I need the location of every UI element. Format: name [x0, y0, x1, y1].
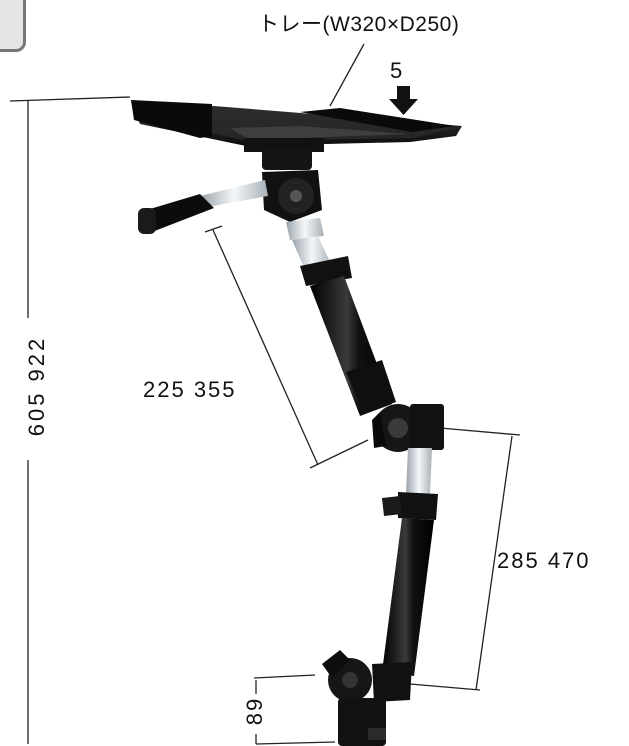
- base-tick-bottom: [255, 741, 336, 745]
- lower-arm-tick-bottom: [409, 683, 481, 691]
- middle-joint: [372, 404, 444, 452]
- lower-arm-dimension-line: [475, 435, 513, 691]
- upper-arm-length-label: 225 355: [143, 377, 237, 402]
- total-top-tick: [9, 96, 131, 102]
- pan-head: [138, 148, 322, 234]
- upper-arm: [286, 218, 396, 416]
- lower-arm: [382, 448, 438, 676]
- base-tick-top: [253, 674, 316, 679]
- lower-arm-length-label: 285 470: [497, 548, 591, 573]
- lower-arm-tick-top: [439, 427, 521, 436]
- laptop-tray: [131, 100, 462, 152]
- tray-leader-line: [329, 43, 365, 107]
- tilt-value-label: 5: [390, 58, 403, 83]
- base-height-label: 89: [242, 696, 267, 726]
- tray-size-label: トレー(W320×D250): [258, 13, 460, 36]
- base-clamp: [322, 650, 412, 746]
- corner-badge: [0, 0, 26, 52]
- total-height-label: 605 922: [24, 335, 49, 437]
- down-arrow-icon: [389, 86, 418, 115]
- upper-arm-dimension-line: [212, 229, 319, 466]
- dimension-lines: [9, 43, 521, 745]
- upper-arm-tick-bottom: [309, 439, 369, 469]
- upper-arm-tick-top: [204, 225, 223, 233]
